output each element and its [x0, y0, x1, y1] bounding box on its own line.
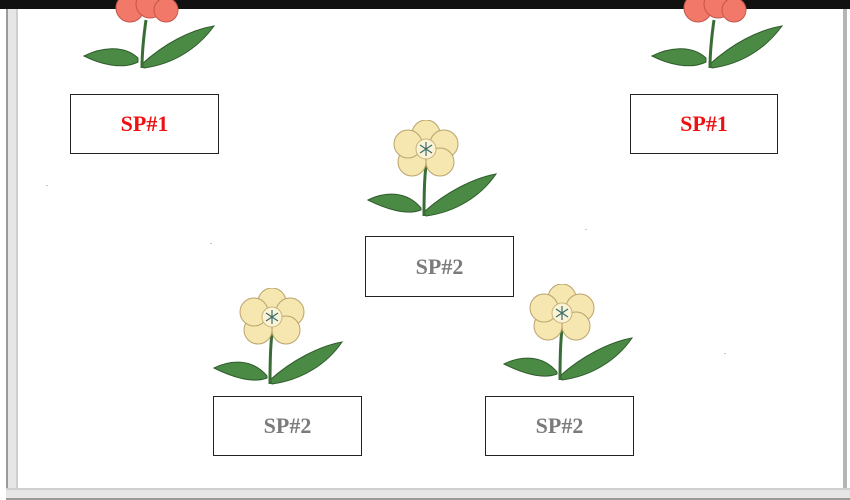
speck — [724, 353, 726, 354]
sp1-label-left: SP#1 — [70, 94, 219, 154]
cream-flower-icon — [212, 288, 344, 386]
sp2-label-bottom-right: SP#2 — [485, 396, 634, 456]
left-border — [6, 9, 18, 492]
speck — [46, 185, 48, 186]
speck — [210, 243, 212, 244]
sp2-label-top: SP#2 — [365, 236, 514, 297]
cream-flower-icon — [366, 120, 498, 218]
top-border — [0, 0, 850, 9]
red-flower-icon — [650, 0, 784, 70]
cream-flower-icon — [502, 284, 634, 382]
red-flower-icon — [82, 0, 216, 70]
speck — [585, 229, 587, 230]
right-border — [843, 9, 847, 488]
bottom-border — [6, 488, 850, 500]
sp2-label-bottom-left: SP#2 — [213, 396, 362, 456]
sp1-label-right: SP#1 — [630, 94, 778, 154]
